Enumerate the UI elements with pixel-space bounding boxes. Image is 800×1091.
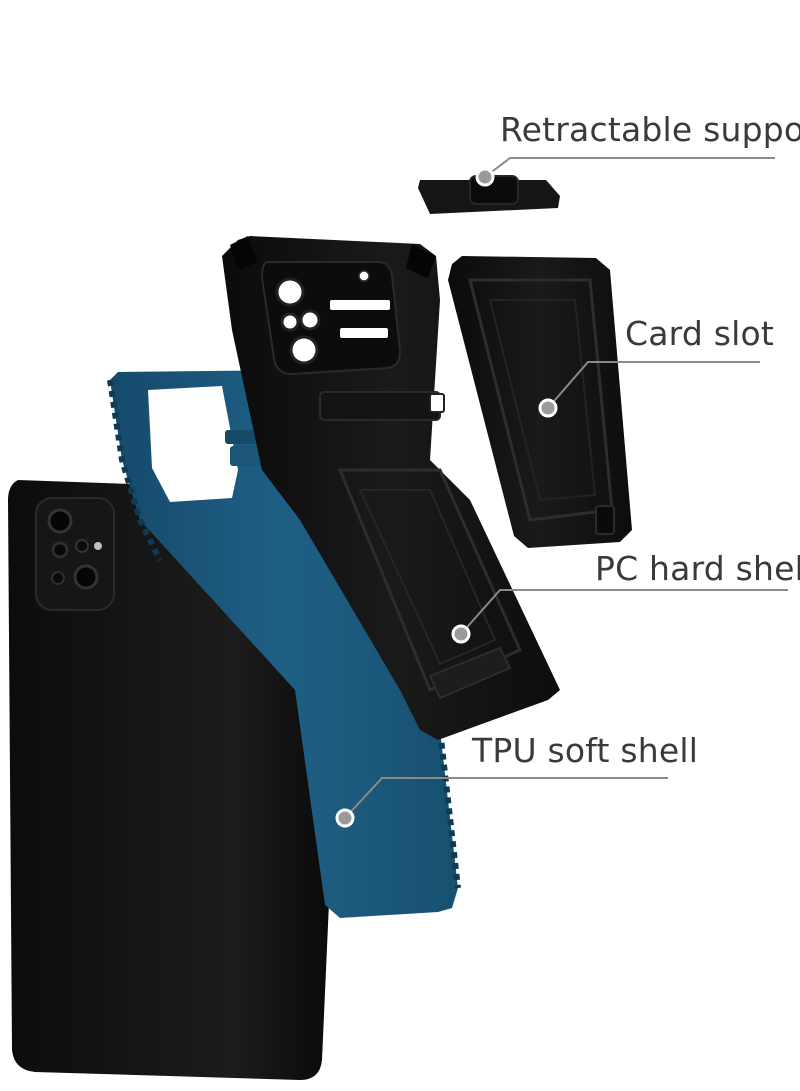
card-slot-label: Card slot bbox=[625, 314, 774, 353]
retractable-support-label: Retractable support bbox=[500, 110, 800, 149]
tpu-soft-shell bbox=[107, 370, 461, 918]
pc-hard-shell-label: PC hard shell bbox=[595, 549, 800, 588]
callout-dots bbox=[335, 167, 558, 828]
card-slot-part bbox=[448, 256, 632, 548]
pc-hard-shell bbox=[222, 236, 560, 740]
callout-lines bbox=[344, 157, 788, 819]
tpu-soft-shell-label: TPU soft shell bbox=[472, 731, 699, 770]
retractable-support-part bbox=[418, 175, 560, 214]
